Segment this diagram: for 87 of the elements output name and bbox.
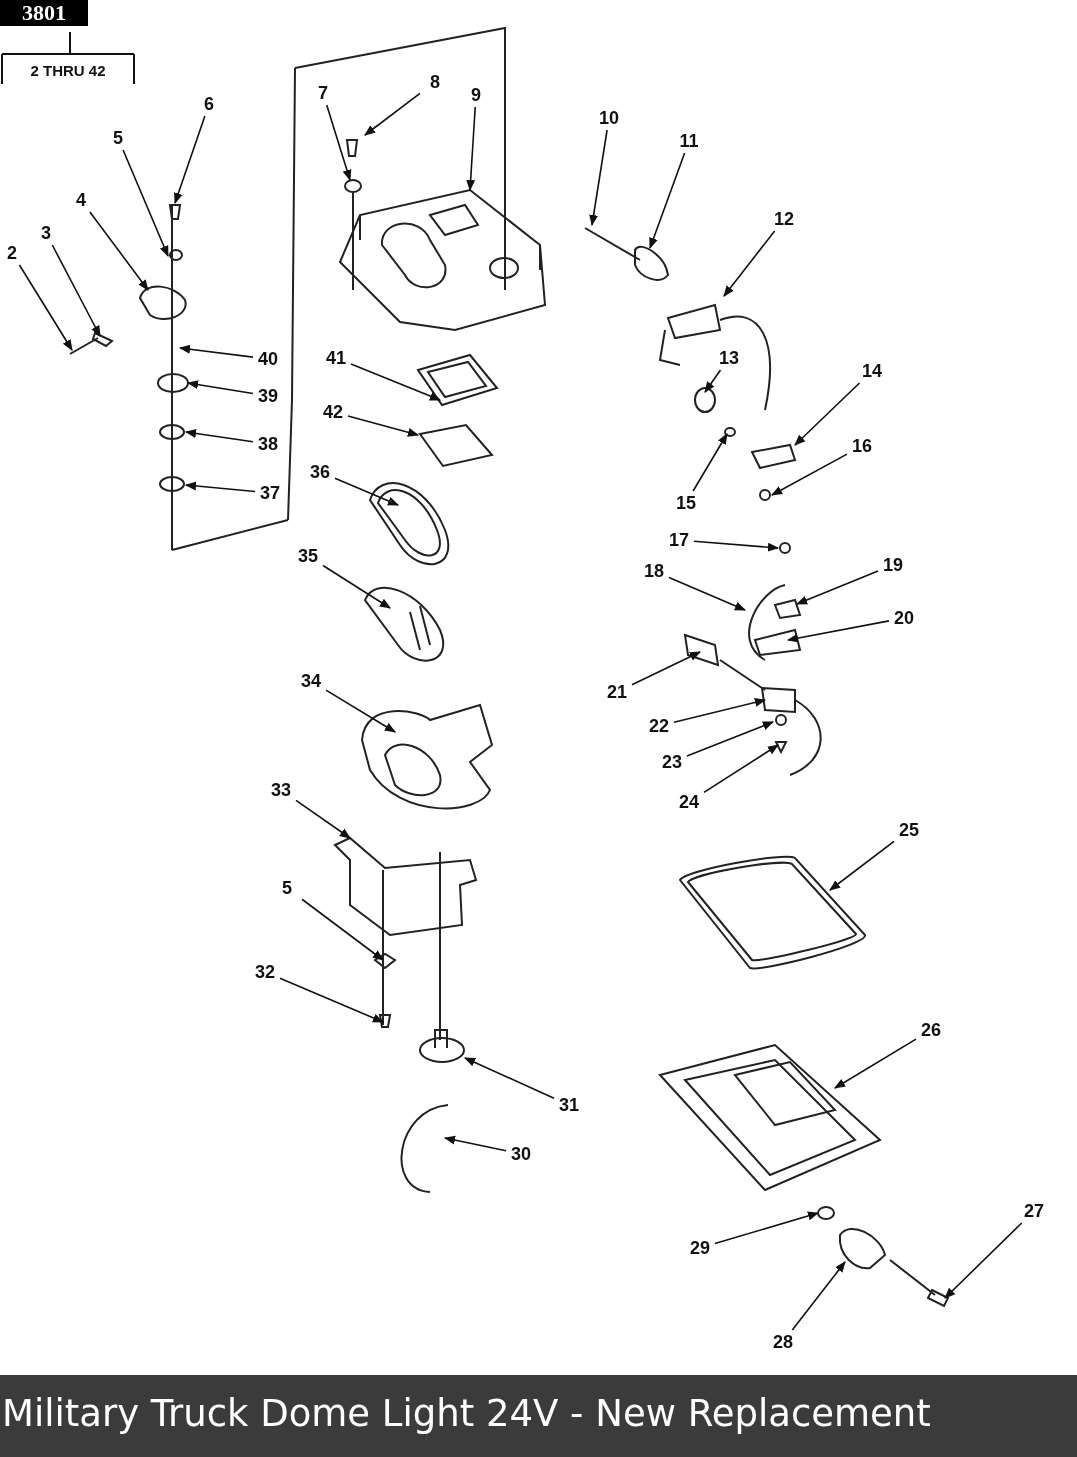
callout-number: 12 (771, 209, 797, 229)
callout-number: 28 (770, 1332, 796, 1352)
callout-number: 38 (255, 434, 281, 454)
leader-line (184, 429, 254, 443)
callout-number: 40 (255, 349, 281, 369)
callout-number: 41 (323, 348, 349, 368)
leader-line (347, 415, 420, 437)
leader-line (829, 840, 895, 891)
callout-number: 36 (307, 462, 333, 482)
leader-line (693, 540, 780, 552)
leader-line (668, 576, 747, 611)
callout-number: 19 (880, 555, 906, 575)
callout-number: 18 (641, 561, 667, 581)
leader-line (794, 382, 861, 446)
leader-line (704, 369, 722, 393)
leader-line (184, 481, 256, 493)
leader-line (703, 744, 779, 794)
leader-line (944, 1222, 1023, 1299)
callout-number: 26 (918, 1020, 944, 1040)
leader-line (464, 1057, 555, 1099)
callout-number: 29 (687, 1238, 713, 1258)
range-label: 2 THRU 42 (29, 61, 107, 81)
leader-line (649, 152, 686, 250)
leader-line (322, 564, 391, 609)
leader-line (466, 106, 477, 192)
callout-number: 16 (849, 436, 875, 456)
leader-line (364, 92, 421, 136)
leader-line (686, 721, 775, 757)
callout-number: 22 (646, 716, 672, 736)
leader-line (178, 344, 254, 358)
callout-number: 5 (105, 128, 131, 148)
callout-number: 13 (716, 348, 742, 368)
leader-line (51, 244, 101, 337)
callout-number: 15 (673, 493, 699, 513)
callout-number: 34 (298, 671, 324, 691)
callout-number: 2 (0, 243, 25, 263)
callout-number: 25 (896, 820, 922, 840)
leader-line (834, 1038, 917, 1089)
caption: Military Truck Dome Light 24V - New Replacement (2, 1392, 931, 1436)
callout-number: 20 (891, 608, 917, 628)
leader-line (325, 689, 396, 733)
leader-line (589, 129, 608, 227)
leader-line (714, 1211, 820, 1245)
leader-line (334, 477, 400, 506)
callout-number: 7 (310, 83, 336, 103)
callout-number: 31 (556, 1095, 582, 1115)
callout-number: 14 (859, 361, 885, 381)
callout-number: 39 (255, 386, 281, 406)
leader-line (325, 104, 352, 182)
callout-number: 17 (666, 530, 692, 550)
leader-line (279, 977, 385, 1023)
leader-line (301, 898, 384, 961)
callout-number: 4 (68, 190, 94, 210)
leader-line (791, 1261, 846, 1331)
leader-line (631, 651, 701, 686)
callout-number: 5 (274, 878, 300, 898)
callout-number: 33 (268, 780, 294, 800)
figure-number-plate: 3801 (0, 0, 88, 26)
callout-number: 30 (508, 1144, 534, 1164)
callout-number: 23 (659, 752, 685, 772)
leader-line (174, 115, 206, 205)
callout-number: 37 (257, 483, 283, 503)
leader-line (443, 1135, 507, 1152)
callout-number: 11 (676, 131, 702, 151)
leader-line (771, 453, 848, 496)
leader-line (295, 799, 351, 839)
leader-line (723, 230, 776, 297)
callout-number: 3 (33, 223, 59, 243)
callout-number: 42 (320, 402, 346, 422)
leader-line (122, 149, 169, 258)
leader-line (89, 211, 149, 291)
leader-line (18, 264, 73, 351)
leader-line (795, 570, 879, 605)
callout-number: 32 (252, 962, 278, 982)
callout-number: 27 (1021, 1201, 1047, 1221)
callout-number: 8 (422, 72, 448, 92)
callout-number: 24 (676, 792, 702, 812)
callout-number: 10 (596, 108, 622, 128)
callout-number: 35 (295, 546, 321, 566)
callout-number: 21 (604, 682, 630, 702)
callout-number: 6 (196, 94, 222, 114)
leader-line (186, 380, 254, 395)
callout-number: 9 (463, 85, 489, 105)
leader-line (350, 363, 442, 401)
leader-line (673, 698, 767, 724)
leader-line (786, 620, 890, 643)
leader-line (692, 433, 728, 492)
